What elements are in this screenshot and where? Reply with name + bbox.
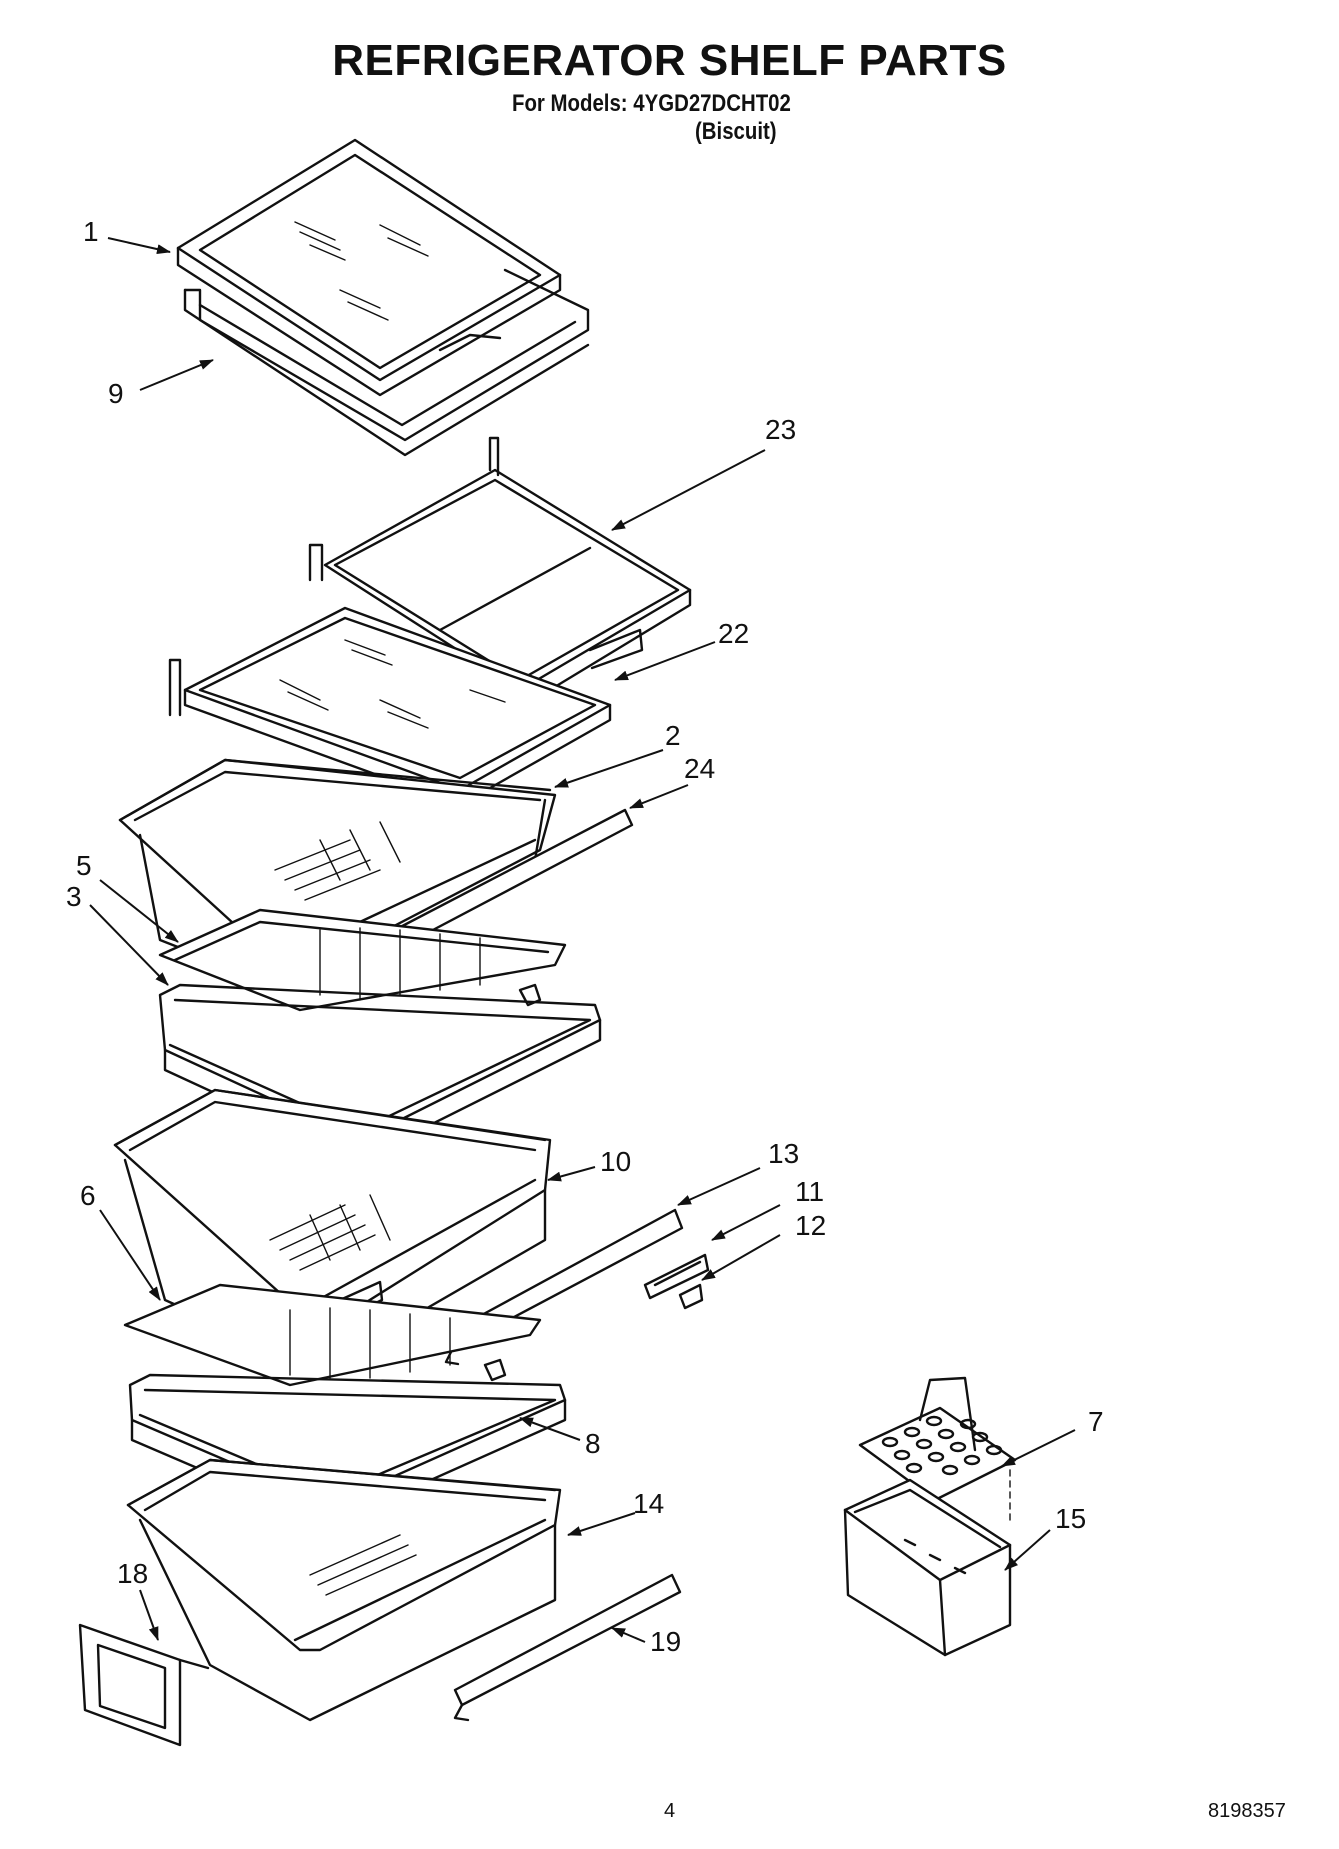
callout-7: 7 [1088, 1406, 1104, 1437]
part-14-meat-pan [128, 1460, 560, 1720]
callout-leader-lines [90, 238, 1075, 1642]
callout-11: 11 [795, 1176, 825, 1207]
part-11-12-clip [645, 1255, 708, 1308]
callout-9: 9 [108, 378, 124, 409]
callout-5: 5 [76, 850, 92, 881]
part-5-shelf-glass [160, 910, 565, 1010]
callout-10: 10 [600, 1146, 632, 1177]
callout-18: 18 [117, 1558, 149, 1589]
page-title: REFRIGERATOR SHELF PARTS [332, 36, 1007, 85]
part-6-shelf-glass [125, 1285, 540, 1385]
document-number: 8198357 [1208, 1800, 1286, 1822]
callout-24: 24 [684, 753, 716, 784]
part-22-glass-shelf [170, 608, 610, 805]
callout-15: 15 [1055, 1503, 1087, 1534]
part-15-egg-bin [845, 1480, 1010, 1655]
callout-14: 14 [633, 1488, 665, 1519]
callout-22: 22 [718, 618, 750, 649]
callout-12: 12 [795, 1210, 827, 1241]
callout-1: 1 [83, 216, 99, 247]
part-9-shelf-frame [185, 270, 588, 455]
callout-2: 2 [665, 720, 681, 751]
page-number: 4 [664, 1800, 676, 1822]
model-subtitle: For Models: 4YGD27DCHT02 [512, 90, 791, 117]
callout-8: 8 [585, 1428, 601, 1459]
part-19-handle-trim [455, 1575, 680, 1720]
callout-6: 6 [80, 1180, 96, 1211]
model-color-variant: (Biscuit) [695, 118, 777, 145]
callout-23: 23 [765, 414, 797, 445]
part-1-glass-shelf [178, 140, 560, 395]
callout-13: 13 [768, 1138, 800, 1169]
callout-3: 3 [66, 881, 82, 912]
callout-19: 19 [650, 1626, 682, 1657]
part-18-label-frame [80, 1625, 208, 1745]
